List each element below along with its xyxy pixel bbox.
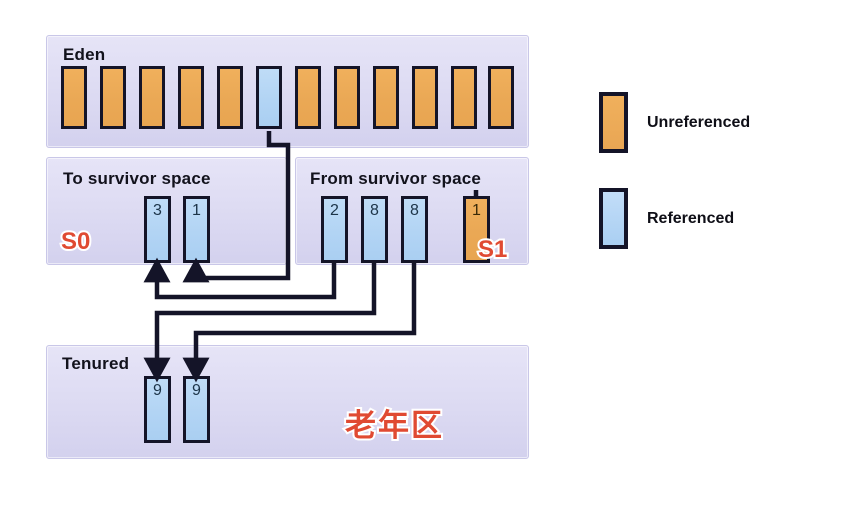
status-badge-s0: S0 <box>59 226 92 257</box>
tenured-object-2[interactable]: 9 <box>183 376 210 443</box>
legend-label-referenced: Referenced <box>647 210 735 227</box>
eden-object-4[interactable] <box>178 66 204 129</box>
to-survivor-object-1[interactable]: 3 <box>144 196 171 263</box>
eden-object-6-referenced[interactable] <box>256 66 282 129</box>
eden-object-3[interactable] <box>139 66 165 129</box>
eden-object-7-label <box>298 69 318 73</box>
region-to-survivor-title: To survivor space <box>63 169 211 188</box>
legend-swatch-unreferenced-icon <box>599 92 628 153</box>
from-survivor-object-4[interactable]: 1 <box>463 196 490 263</box>
from-survivor-object-4-label: 1 <box>472 202 481 219</box>
eden-object-3-label <box>142 69 162 73</box>
to-survivor-object-2[interactable]: 1 <box>183 196 210 263</box>
region-eden: Eden <box>46 35 529 148</box>
legend-swatch-referenced-icon <box>599 188 628 249</box>
tenured-object-1[interactable]: 9 <box>144 376 171 443</box>
eden-object-11[interactable] <box>451 66 477 129</box>
eden-object-8[interactable] <box>334 66 360 129</box>
eden-object-2-label <box>103 69 123 73</box>
region-eden-title: Eden <box>63 45 106 64</box>
status-badge-old-generation-cjk: 老年区 <box>343 406 444 445</box>
from-survivor-object-1-label: 2 <box>330 202 339 219</box>
eden-object-5-label <box>220 69 240 73</box>
status-badge-s1: S1 <box>476 234 509 265</box>
eden-object-9-label <box>376 69 396 73</box>
eden-object-7[interactable] <box>295 66 321 129</box>
tenured-object-1-label: 9 <box>153 382 162 399</box>
eden-object-8-label <box>337 69 357 73</box>
eden-object-12-label <box>491 69 511 73</box>
eden-object-12[interactable] <box>488 66 514 129</box>
connector-from-survivor-2-to-survivor-3 <box>143 257 337 300</box>
from-survivor-object-3[interactable]: 8 <box>401 196 428 263</box>
from-survivor-object-2[interactable]: 8 <box>361 196 388 263</box>
from-survivor-object-2-label: 8 <box>370 202 379 219</box>
eden-object-5[interactable] <box>217 66 243 129</box>
eden-object-2[interactable] <box>100 66 126 129</box>
from-survivor-object-3-label: 8 <box>410 202 419 219</box>
tenured-object-2-label: 9 <box>192 382 201 399</box>
eden-object-4-label <box>181 69 201 73</box>
eden-object-9[interactable] <box>373 66 399 129</box>
to-survivor-object-2-label: 1 <box>192 202 201 219</box>
to-survivor-object-1-label: 3 <box>153 202 162 219</box>
from-survivor-object-1[interactable]: 2 <box>321 196 348 263</box>
eden-object-10-label <box>415 69 435 73</box>
eden-object-1-label <box>64 69 84 73</box>
region-tenured-title: Tenured <box>62 354 130 373</box>
eden-object-10[interactable] <box>412 66 438 129</box>
eden-object-11-label <box>454 69 474 73</box>
eden-object-1[interactable] <box>61 66 87 129</box>
region-from-survivor-title: From survivor space <box>310 169 482 188</box>
region-tenured: Tenured <box>46 345 529 459</box>
eden-object-6-label <box>259 69 279 73</box>
legend-label-unreferenced: Unreferenced <box>647 114 751 131</box>
